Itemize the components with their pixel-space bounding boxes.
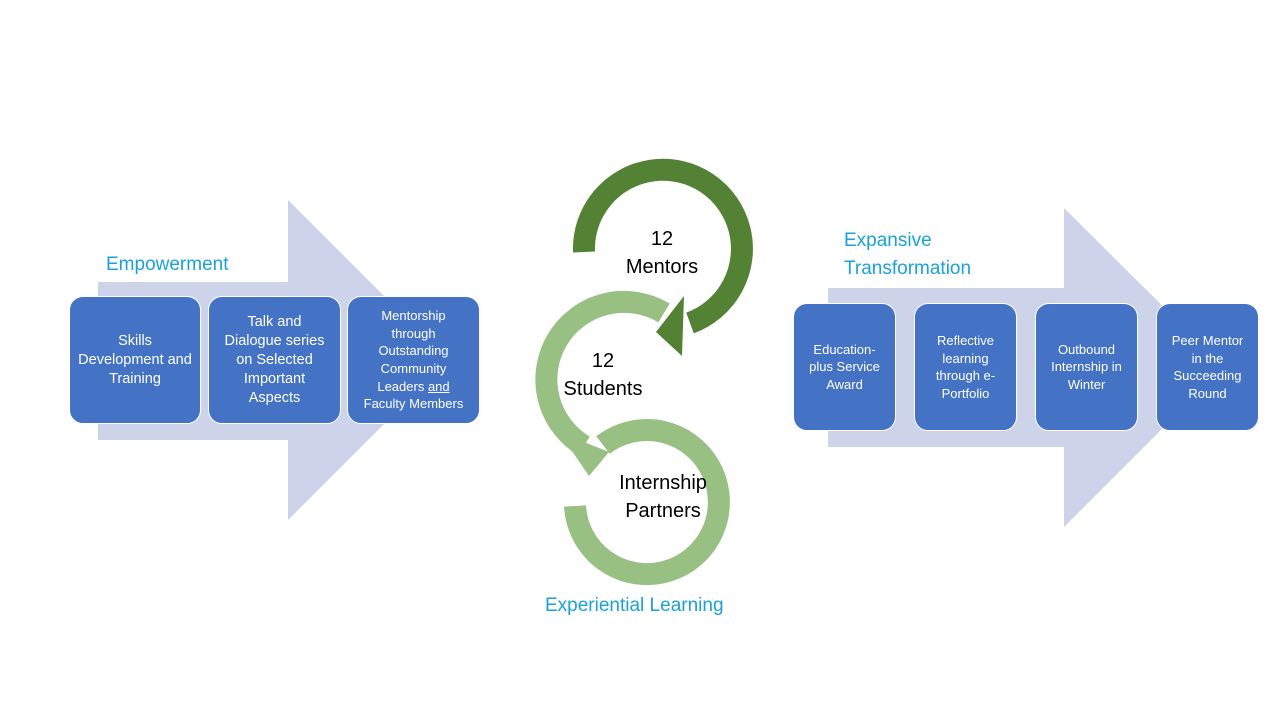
transformation-box-award: Education-plus Service Award <box>793 303 896 431</box>
empowerment-box-skills-text: Skills Development and Training <box>78 332 192 387</box>
transformation-box-portfolio-text: Reflective learning through e-Portfolio <box>935 333 996 401</box>
mentors-ring <box>572 158 753 334</box>
empowerment-title: Empowerment <box>106 254 229 275</box>
empowerment-box-talk: Talk and Dialogue series on Selected Imp… <box>208 296 341 424</box>
students-count: 12 <box>591 350 615 372</box>
transformation-box-peer-mentor: Peer Mentor in the Succeeding Round <box>1156 303 1259 431</box>
experiential-title: Experiential Learning <box>545 595 724 616</box>
partners-line1: Internship <box>619 472 707 494</box>
empowerment-box-talk-text: Talk and Dialogue series on Selected Imp… <box>224 313 325 406</box>
empowerment-box-skills: Skills Development and Training <box>69 296 201 424</box>
transformation-title-line1: Expansive <box>844 230 932 251</box>
transformation-title: Expansive Transformation <box>844 227 971 283</box>
mentors-label: 12 Mentors <box>612 225 712 281</box>
mentors-count: 12 <box>650 228 674 250</box>
transformation-box-award-text: Education-plus Service Award <box>809 341 880 392</box>
transformation-box-portfolio: Reflective learning through e-Portfolio <box>914 303 1017 431</box>
students-label: 12 Students <box>551 347 655 403</box>
transformation-box-internship: Outbound Internship in Winter <box>1035 303 1138 431</box>
underlined-word: and <box>427 378 450 394</box>
transformation-title-line2: Transformation <box>844 258 972 279</box>
transformation-box-peer-mentor-text: Peer Mentor in the Succeeding Round <box>1171 333 1244 401</box>
empowerment-box-mentorship-text: Mentorship through Outstanding Community… <box>363 308 464 412</box>
partners-line2: Partners <box>625 500 701 522</box>
partners-label: Internship Partners <box>603 469 723 525</box>
transformation-box-internship-text: Outbound Internship in Winter <box>1051 341 1122 392</box>
students-ring <box>535 290 670 456</box>
transformation-arrow <box>828 208 1224 527</box>
mentors-text: Mentors <box>625 256 699 278</box>
partners-ring <box>564 419 730 586</box>
mentors-arrowhead <box>656 296 684 356</box>
students-text: Students <box>563 378 643 400</box>
empowerment-box-mentorship: Mentorship through Outstanding Community… <box>347 296 480 424</box>
students-arrowhead <box>559 432 609 476</box>
